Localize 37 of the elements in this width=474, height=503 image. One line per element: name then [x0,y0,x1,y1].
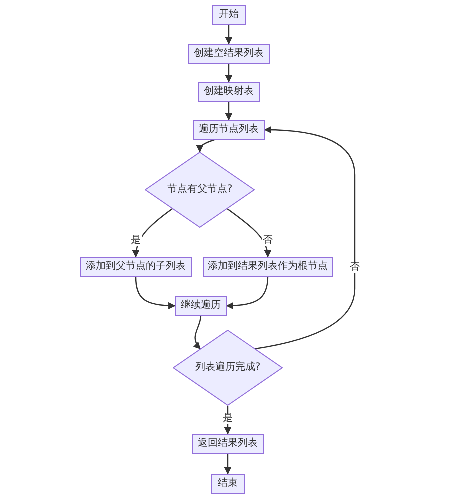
node-label: 遍历节点列表 [199,125,259,135]
process-box [175,296,227,316]
decision-diamond [173,330,283,406]
arrow [227,208,272,258]
node-label: 开始 [219,10,239,20]
process-box [211,474,245,494]
arrow [225,25,233,45]
node-label: 节点有父节点? [167,185,233,195]
node-label: 结束 [218,479,238,489]
process-box [212,5,246,25]
process-box [203,257,333,277]
arrow [255,126,356,350]
edge-label: 否 [349,263,361,273]
arrow [196,139,215,153]
edge-label: 是 [130,236,142,246]
process-box [193,120,265,140]
arrow [224,454,232,475]
edge-label: 是 [222,414,234,424]
node-label: 创建空结果列表 [194,49,264,59]
edge-label: 否 [262,236,274,246]
arrow [132,208,173,258]
arrow [225,102,233,121]
node-label: 列表遍历完成? [195,363,261,373]
process-box [80,257,192,277]
node-label: 添加到结果列表作为根节点 [208,262,328,272]
arrow [225,64,233,83]
process-box [192,434,264,454]
arrow [226,276,269,310]
node-label: 创建映射表 [204,87,254,97]
node-label: 继续遍历 [181,301,221,311]
process-box [188,44,270,64]
node-label: 返回结果列表 [198,439,258,449]
decision-diamond [145,152,255,228]
node-label: 添加到父节点的子列表 [86,262,186,272]
arrow [135,276,176,310]
process-box [198,82,260,102]
arrow [194,316,202,350]
